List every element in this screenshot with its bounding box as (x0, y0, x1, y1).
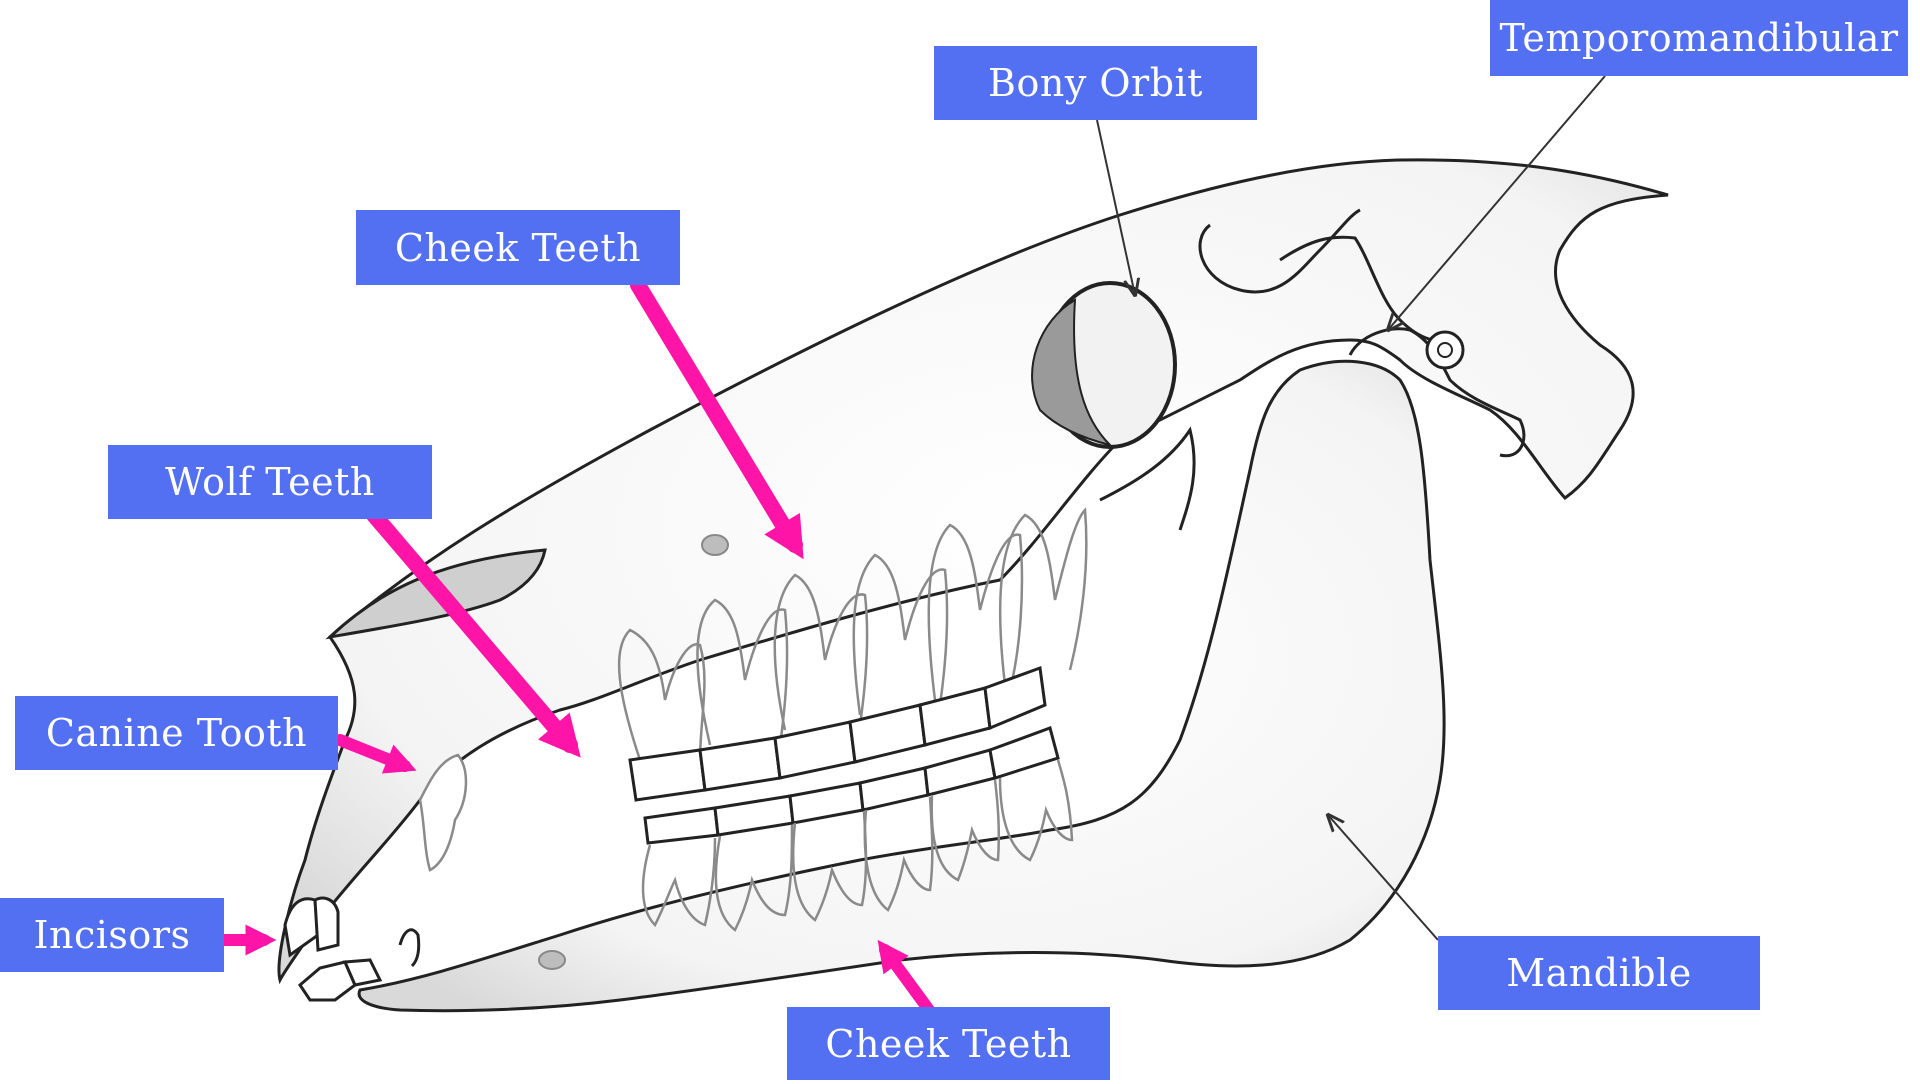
zygomatic-line (1099, 426, 1196, 531)
upper-tooth-roots (617, 507, 1088, 761)
canine-tooth-shape (418, 753, 468, 872)
label-bony-orbit: Bony Orbit (934, 46, 1257, 120)
canine-tooth-arrow (334, 734, 417, 774)
lower-tooth-roots (641, 759, 1074, 932)
bony-orbit-pointer (1096, 119, 1135, 295)
tmj-ear-hole (1437, 342, 1453, 358)
label-incisors: Incisors (0, 898, 224, 972)
label-wolf-teeth: Wolf Teeth (108, 445, 432, 519)
label-cheek-teeth-upper: Cheek Teeth (356, 210, 680, 285)
temporal-detail (1198, 208, 1456, 343)
temporomandibular-pointer (1388, 75, 1606, 330)
label-canine-tooth: Canine Tooth (15, 696, 338, 770)
orbit-shadow (1031, 298, 1114, 447)
incisor-teeth (283, 896, 383, 1002)
label-mandible: Mandible (1438, 936, 1760, 1010)
lower-canine (398, 928, 421, 968)
lower-cheek-teeth (643, 726, 1060, 845)
pink-arrows (202, 277, 946, 1031)
label-cheek-teeth-lower: Cheek Teeth (787, 1007, 1110, 1080)
cheek-teeth-upper-arrow (630, 277, 804, 560)
infraorbital-foramen (701, 534, 729, 556)
wolf-teeth-arrow (366, 507, 581, 758)
label-temporomandibular: Temporomandibular (1490, 0, 1908, 76)
upper-cheek-teeth (628, 665, 1047, 802)
mandible-pointer (1328, 815, 1439, 941)
mandible-shape (357, 359, 1446, 1013)
mental-foramen (538, 950, 566, 970)
